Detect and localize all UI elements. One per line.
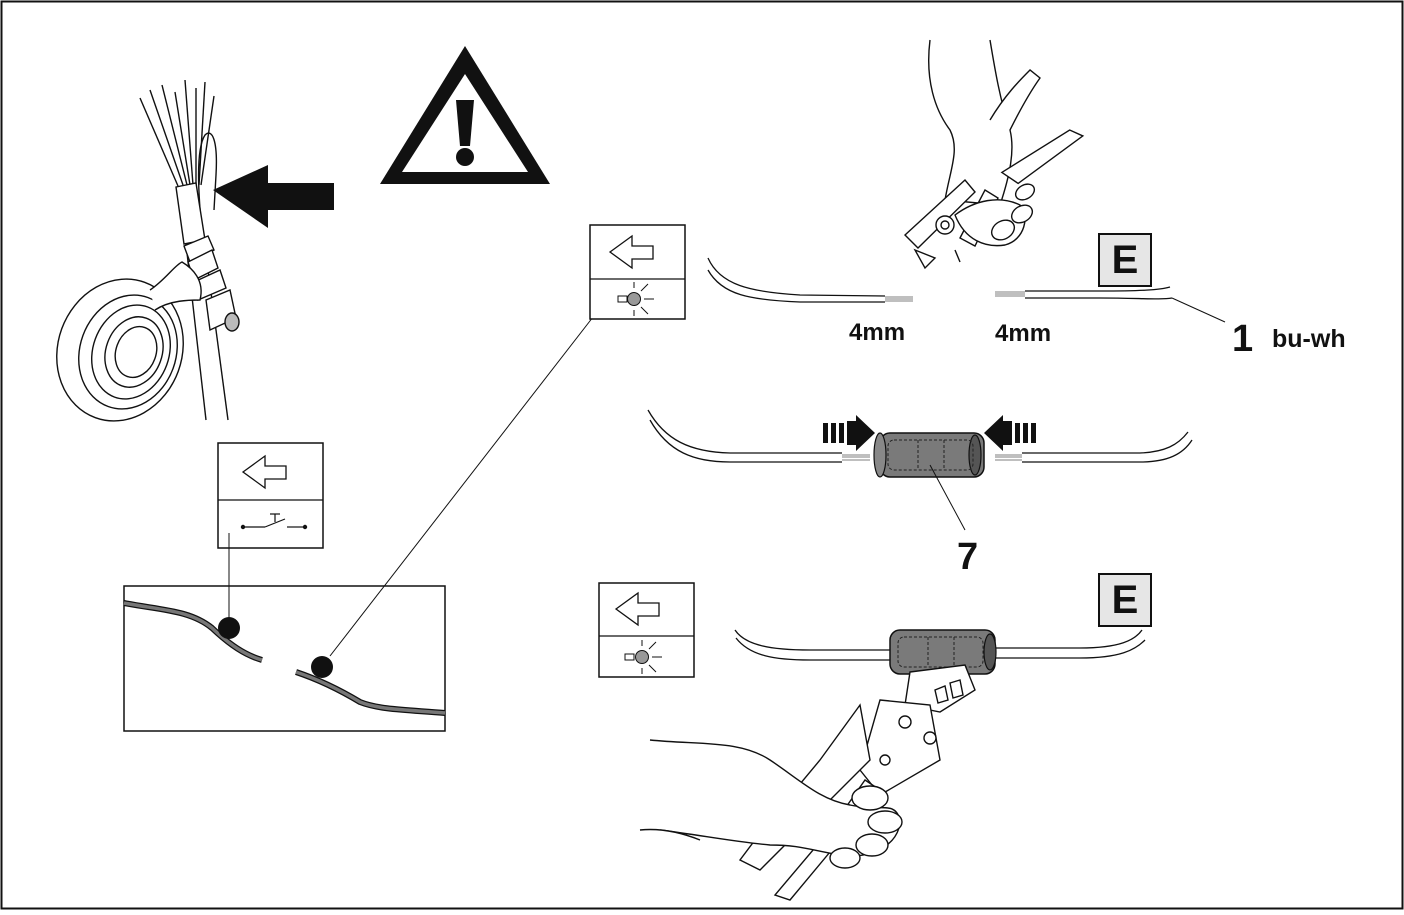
lamp-symbol-lower — [598, 582, 695, 678]
brake-light-switch-symbol — [217, 442, 324, 549]
crimped-wire — [734, 629, 1146, 675]
lamp-symbol — [589, 224, 686, 320]
stripped-wire-left — [707, 257, 913, 303]
badge-e-bottom: E — [1098, 573, 1152, 627]
stripped-wire-right — [995, 286, 1226, 323]
crimping-pliers-illustration — [639, 664, 976, 901]
wire-color-label: bu-wh — [1272, 325, 1346, 353]
strip-length-right-label: 4mm — [995, 320, 1052, 347]
insulation-tape-illustration — [56, 79, 240, 422]
cut-wire-detail — [123, 307, 601, 732]
wire-number-label: 1 — [1232, 318, 1254, 360]
strip-length-left-label: 4mm — [849, 319, 906, 346]
butt-connector-illustration — [647, 409, 1193, 531]
badge-e-top: E — [1098, 233, 1152, 287]
warning-triangle-icon — [380, 46, 550, 184]
connector-number-label: 7 — [957, 536, 979, 578]
pointer-arrow-icon — [213, 165, 334, 228]
wire-stripper-illustration — [903, 39, 1085, 270]
